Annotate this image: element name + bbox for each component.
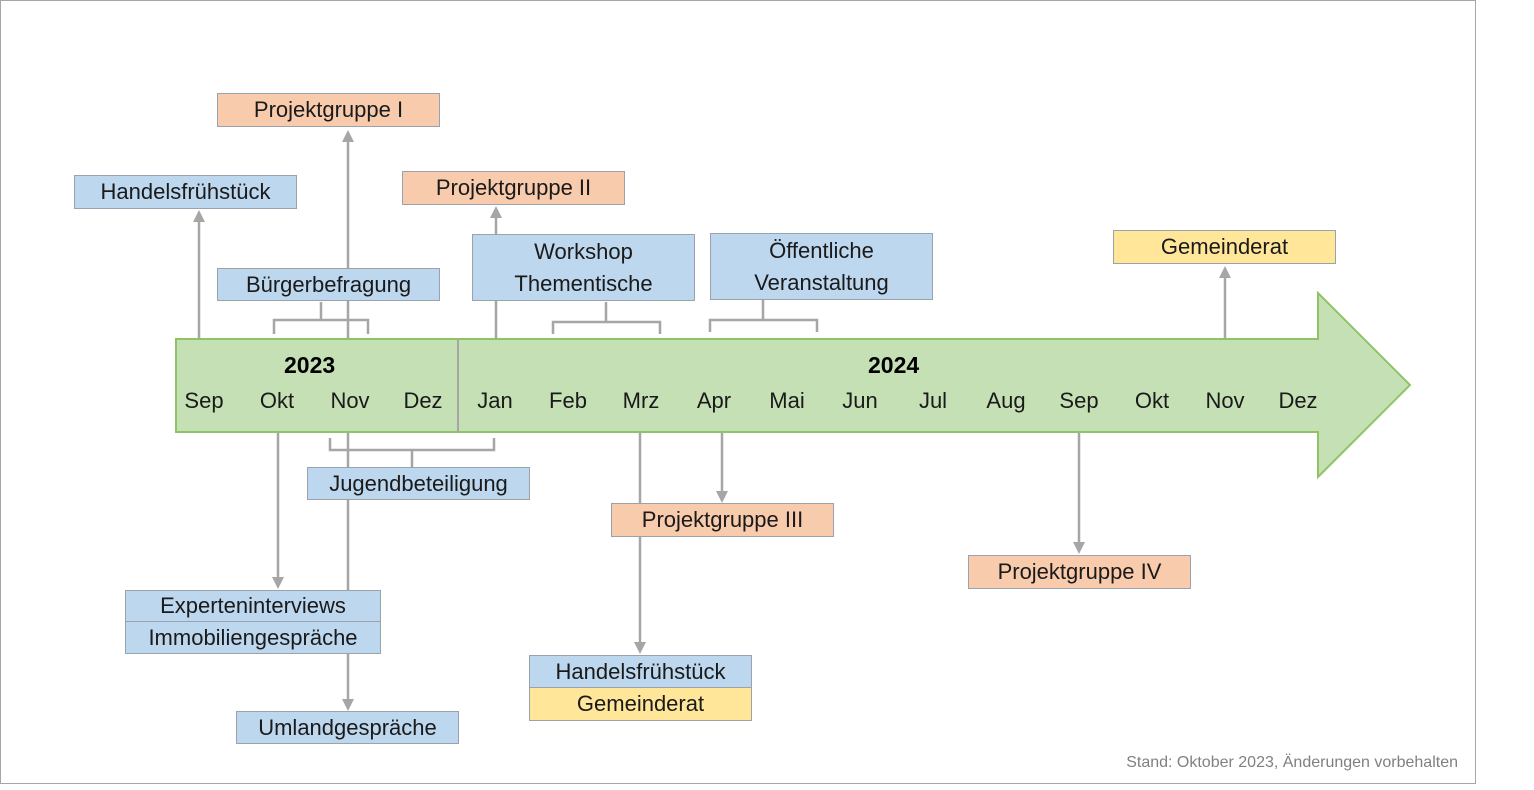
event-handelsfruehstueck-bottom: Handelsfrühstück	[529, 655, 752, 688]
bracket-buergerbefragung	[272, 302, 370, 334]
month-label: Jun	[842, 388, 878, 413]
arrowhead-projektgruppe-3	[716, 491, 728, 503]
month-label: Aug	[986, 388, 1026, 413]
event-veranstaltung-line2: Veranstaltung	[754, 269, 889, 295]
month-label: Sep	[1059, 388, 1099, 413]
month-label: Okt	[259, 388, 295, 413]
bracket-veranstaltung	[708, 300, 819, 332]
arrowhead-projektgruppe-2	[490, 206, 502, 218]
event-gemeinderat-top: Gemeinderat	[1113, 230, 1336, 264]
event-buergerbefragung: Bürgerbefragung	[217, 268, 440, 301]
arrowhead-handelsfruehstueck-bottom	[634, 642, 646, 654]
footnote: Stand: Oktober 2023, Änderungen vorbehal…	[1126, 754, 1458, 771]
year-label-2023: 2023	[284, 352, 336, 378]
bracket-jugendbeteiligung	[328, 438, 496, 467]
event-umlandgespraeche: Umlandgespräche	[236, 711, 459, 744]
event-jugendbeteiligung: Jugendbeteiligung	[307, 467, 530, 500]
arrowhead-gemeinderat-top	[1219, 266, 1231, 278]
year-label-2024: 2024	[868, 352, 920, 378]
event-handelsfruehstueck-top: Handelsfrühstück	[74, 175, 297, 209]
arrowhead-experteninterviews	[272, 577, 284, 589]
month-label: Okt	[1134, 388, 1170, 413]
event-workshop-thementische: Workshop Thementische	[472, 234, 695, 301]
month-label: Mrz	[622, 388, 660, 413]
month-label: Jan	[477, 388, 513, 413]
event-experteninterviews: Experteninterviews	[125, 590, 381, 622]
bracket-workshop	[551, 302, 662, 334]
month-label: Apr	[696, 388, 732, 413]
timeline-arrow	[175, 290, 1412, 480]
month-label: Sep	[184, 388, 224, 413]
arrowhead-handelsfruehstueck-top	[193, 210, 205, 222]
event-immobiliengespraeche: Immobiliengespräche	[125, 621, 381, 654]
month-label: Dez	[403, 388, 443, 413]
event-projektgruppe-3: Projektgruppe III	[611, 503, 834, 537]
event-workshop-line2: Thementische	[514, 270, 653, 296]
event-projektgruppe-4: Projektgruppe IV	[968, 555, 1191, 589]
month-label: Jul	[918, 388, 948, 413]
month-label: Feb	[549, 388, 587, 413]
arrowhead-projektgruppe-1	[342, 130, 354, 142]
month-label: Dez	[1278, 388, 1318, 413]
month-label: Mai	[769, 388, 805, 413]
arrowhead-umlandgespraeche	[342, 699, 354, 711]
event-gemeinderat-bottom: Gemeinderat	[529, 687, 752, 721]
event-projektgruppe-1: Projektgruppe I	[217, 93, 440, 127]
event-workshop-line1: Workshop	[534, 238, 633, 264]
event-oeffentliche-veranstaltung: Öffentliche Veranstaltung	[710, 233, 933, 300]
month-label: Nov	[330, 388, 370, 413]
event-projektgruppe-2: Projektgruppe II	[402, 171, 625, 205]
event-veranstaltung-line1: Öffentliche	[769, 237, 874, 263]
month-label: Nov	[1205, 388, 1245, 413]
arrowhead-projektgruppe-4	[1073, 542, 1085, 554]
